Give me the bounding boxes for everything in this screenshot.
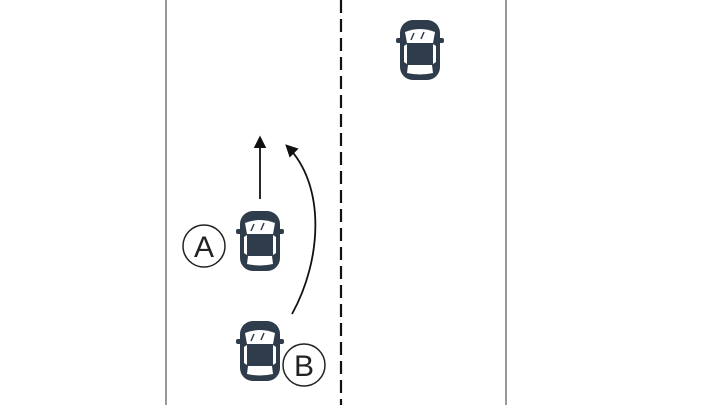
- svg-text:B: B: [294, 350, 314, 383]
- vehicle-label-b: B: [282, 343, 326, 387]
- car-b-icon: [235, 320, 285, 382]
- svg-text:A: A: [194, 231, 214, 264]
- oncoming-car-icon: [395, 19, 445, 81]
- car-a-icon: [235, 210, 285, 272]
- curved-arrow-icon: [285, 144, 317, 315]
- vehicle-label-a: A: [182, 224, 226, 268]
